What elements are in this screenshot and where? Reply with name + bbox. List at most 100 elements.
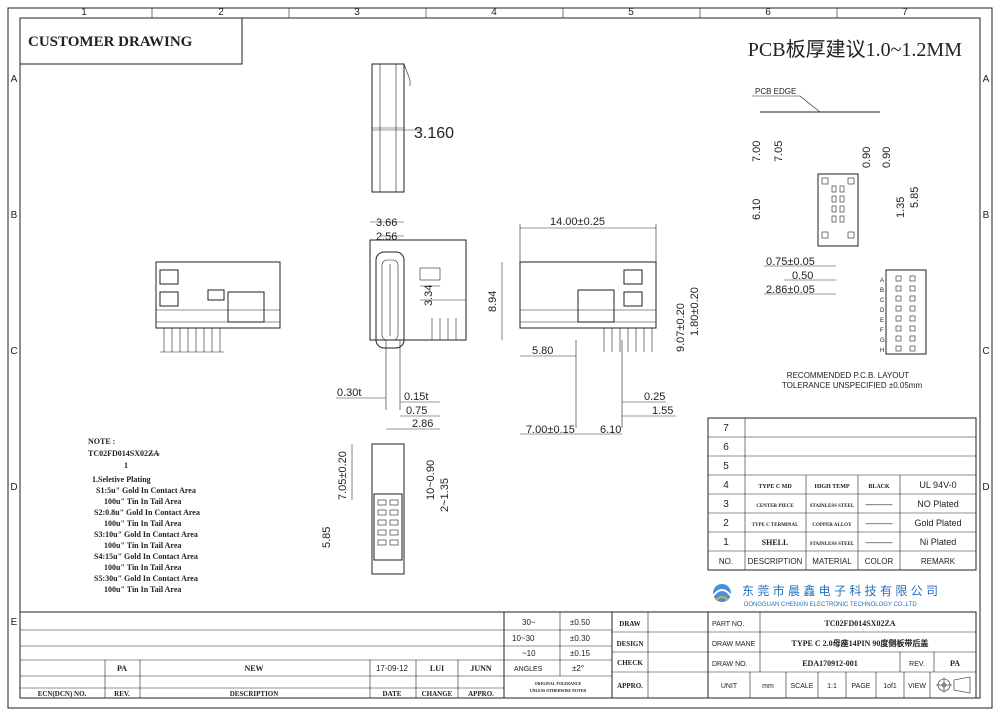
- front-view: 14.00±0.25 8.94 9.07±0.20 1.80±0.20 5.80…: [487, 216, 701, 436]
- tol-value: ±0.50: [570, 618, 591, 627]
- note-line: S1:5u" Gold In Contact Area: [96, 486, 196, 495]
- rev-value: PA: [117, 664, 127, 673]
- projection-symbol-icon: [936, 676, 971, 694]
- company-name-cn: 东 莞 市 晨 鑫 电 子 科 技 有 限 公 司: [742, 583, 938, 598]
- col-label: 7: [902, 7, 908, 18]
- dim-pcb-610: 6.10: [751, 199, 763, 220]
- row-label: A: [11, 74, 18, 85]
- page-value: 1of1: [883, 683, 897, 690]
- bom-remark: NO Plated: [917, 499, 959, 509]
- title-block: PART NO. TC02FD014SX02ZA DRAW MANE TYPE …: [707, 611, 977, 699]
- signoff-label: DESIGN: [617, 640, 644, 648]
- row-label: B: [983, 210, 990, 221]
- note-line: 100u" Tin In Tail Area: [104, 585, 181, 594]
- bom-no: 6: [723, 442, 729, 453]
- bom-desc: CENTER PIECE: [756, 504, 794, 509]
- bom-remark: UL 94V-0: [919, 480, 956, 490]
- note-line: S5:30u" Gold In Contact Area: [94, 574, 198, 583]
- col-label: 2: [218, 7, 224, 18]
- bom-color: ———: [866, 499, 893, 509]
- view-label: VIEW: [908, 683, 926, 690]
- column-labels: 1 2 3 4 5 6 7: [81, 7, 908, 18]
- notes-item: 1: [124, 461, 128, 470]
- bom-header: DESCRIPTION: [748, 557, 803, 566]
- dim-256: 2.56: [376, 231, 397, 243]
- col-label: 5: [628, 7, 634, 18]
- scale-label: SCALE: [791, 683, 814, 690]
- bom-no: 5: [723, 461, 729, 472]
- rev-desc: NEW: [244, 664, 263, 673]
- pcb-pin-label: F: [880, 328, 884, 334]
- bom-remark: Gold Plated: [914, 518, 961, 528]
- col-label: 1: [81, 7, 87, 18]
- dim-286: 2.86: [412, 418, 433, 430]
- revision-table: PA NEW 17-09-12 LUI JUNN ECN(DCN) NO. RE…: [19, 611, 505, 699]
- bom-color: BLACK: [868, 484, 890, 490]
- company-name-en: DONGGUAN CHENXIN ELECTRONIC TECHNOLOGY C…: [744, 602, 917, 608]
- draw-name-value: TYPE C 2.0母座14PIN 90度侧板带后盖: [792, 638, 929, 648]
- tol-range: 10~30: [512, 634, 535, 643]
- note-line: S4:15u" Gold In Contact Area: [94, 552, 198, 561]
- rev-header: CHANGE: [422, 690, 453, 698]
- pcb-layout-view: PCB EDGE 7.00 7.05 0.90 0.90 6.10 1.35 5…: [751, 87, 927, 390]
- bom-remark: Ni Plated: [920, 537, 957, 547]
- dim-pcb-135: 1.35: [895, 197, 907, 218]
- note-line: 100u" Tin In Tail Area: [104, 541, 181, 550]
- dim-894: 8.94: [487, 291, 499, 312]
- dim-334: 3.34: [423, 285, 435, 306]
- row-label: D: [10, 482, 17, 493]
- tol-angles-value: ±2°: [572, 664, 584, 673]
- scale-value: 1:1: [827, 683, 837, 690]
- outer-border: [7, 7, 993, 709]
- dim-030t: 0.30t: [337, 387, 361, 399]
- bom-no: 2: [723, 518, 729, 529]
- pcb-tolerance: TOLERANCE UNSPECIFIED ±0.05mm: [782, 381, 923, 390]
- row-label: B: [11, 210, 18, 221]
- draw-no-label: DRAW NO.: [712, 661, 748, 668]
- pcb-pin-label: D: [880, 308, 885, 314]
- bom-color: ———: [866, 537, 893, 547]
- dim-015t: 0.15t: [404, 391, 428, 403]
- dim-bot-135: 2~1.35: [439, 478, 451, 512]
- dim-pcb-050: 0.50: [792, 270, 813, 282]
- tol-value: ±0.15: [570, 649, 591, 658]
- rev-label: REV.: [909, 661, 925, 668]
- dim-pcb-075: 0.75±0.05: [766, 256, 815, 268]
- bom-mat: HIGH TEMP: [814, 484, 849, 490]
- left-profile-view: [155, 261, 281, 353]
- dim-top-width: 3.160: [414, 125, 454, 142]
- note-line: 100u" Tin In Tail Area: [104, 519, 181, 528]
- bom-no: 7: [723, 423, 729, 434]
- company-logo: [712, 584, 732, 602]
- tol-angles: ANGLES: [514, 666, 543, 673]
- row-label: D: [982, 482, 989, 493]
- part-no-value: TC02FD014SX02ZA: [824, 619, 895, 628]
- note-line: 1.Seletive Plating: [92, 475, 151, 484]
- pcb-pin-label: H: [880, 348, 884, 354]
- col-label: 4: [491, 7, 497, 18]
- draw-no-value: EDA170912-001: [802, 659, 858, 668]
- dim-907: 9.07±0.20: [675, 303, 687, 352]
- dim-pcb-700: 7.00: [751, 141, 763, 162]
- pcb-edge-label: PCB EDGE: [755, 87, 796, 96]
- dim-bot-705: 7.05±0.20: [337, 451, 349, 500]
- pcb-pin-label: C: [880, 298, 885, 304]
- pcb-layout-title: RECOMMENDED P.C.B. LAYOUT: [787, 371, 910, 380]
- rev-header: DESCRIPTION: [230, 690, 279, 698]
- notes-block: NOTE : TC02FD014SX02ZA 1 1.Seletive Plat…: [88, 437, 200, 594]
- bom-header: NO.: [719, 557, 733, 566]
- dim-pcb-090a: 0.90: [861, 147, 873, 168]
- tol-range: ~10: [522, 649, 536, 658]
- rev-header: DATE: [383, 690, 402, 698]
- pcb-pin-label: B: [880, 288, 884, 294]
- tol-note: ORIGINAL TOLERANCE: [535, 681, 582, 686]
- note-line: S3:10u" Gold In Contact Area: [94, 530, 198, 539]
- dim-pcb-090b: 0.90: [881, 147, 893, 168]
- notes-part: TC02FD014SX02ZA: [88, 449, 159, 458]
- row-label: A: [983, 74, 990, 85]
- col-label: 3: [354, 7, 360, 18]
- customer-drawing-box: [19, 17, 243, 65]
- signoff-label: DRAW: [619, 620, 640, 628]
- col-label: 6: [765, 7, 771, 18]
